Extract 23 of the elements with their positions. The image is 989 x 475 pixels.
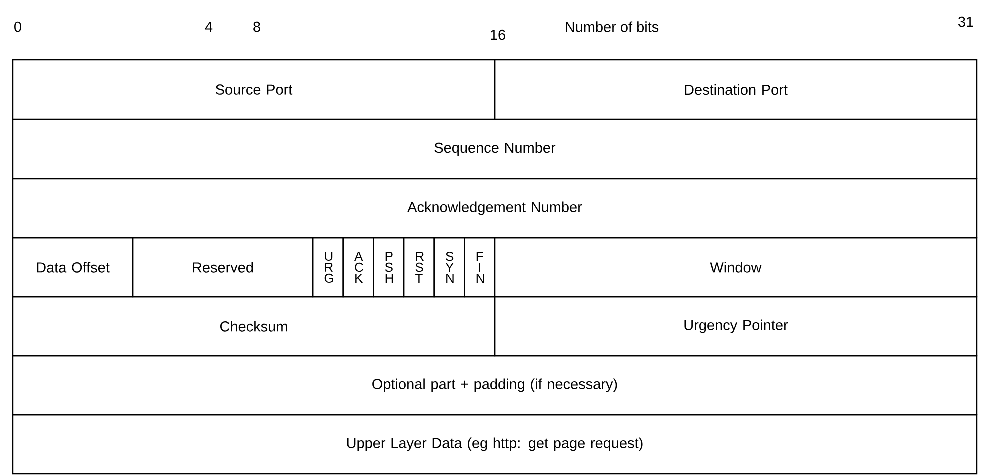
flag-cell: F I N [464,237,496,298]
field-cell: Checksum [12,296,496,357]
field-cell: Urgency Pointer [494,296,978,357]
flag-cell: P S H [373,237,405,298]
flag-cell: R S T [403,237,435,298]
flag-cell: A C K [342,237,374,298]
bit-label: 4 [205,22,213,32]
field-cell: Data Offset [12,237,134,298]
bit-label: 8 [254,22,260,32]
field-cell: Sequence Number [12,118,978,180]
bit-label: 0 [14,22,22,32]
bit-label: 31 [958,16,974,28]
bit-label: 16 [491,30,506,40]
bit-label: Number of bits [566,22,659,32]
field-cell: Reserved [132,237,314,298]
field-cell: Destination Port [494,59,978,120]
field-cell: Source Port [12,59,496,120]
flag-cell: U R G [312,237,344,298]
field-cell: Window [494,237,978,298]
field-cell: Upper Layer Data (eg http: get page request) [12,414,978,475]
field-cell: Optional part + padding (if necessary) [12,355,978,416]
flag-cell: S Y N [434,237,466,298]
field-cell: Acknowledgement Number [12,178,978,239]
